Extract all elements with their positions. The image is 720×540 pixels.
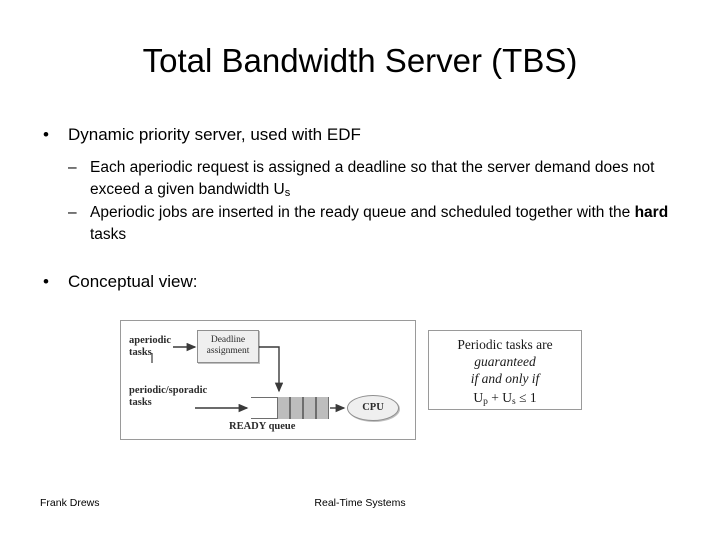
queue-cell [303, 397, 316, 419]
conceptual-view-label: Conceptual view: [68, 272, 198, 291]
conceptual-view-figure: aperiodic tasks Deadline assignment peri… [120, 320, 582, 440]
slide-body: • Dynamic priority server, used with EDF… [34, 124, 694, 246]
queue-cell [290, 397, 303, 419]
formula-plus: + [487, 390, 503, 406]
footer-course: Real-Time Systems [314, 497, 406, 509]
formula-relation: ≤ 1 [515, 390, 537, 406]
bullet-marker: – [68, 203, 77, 221]
ready-queue-label: READY queue [229, 421, 296, 432]
footer-author: Frank Drews [40, 497, 100, 509]
periodic-label-line2: tasks [129, 397, 152, 409]
note-line1: Periodic tasks are [457, 337, 553, 352]
bullet-level1: • Dynamic priority server, used with EDF [34, 124, 694, 147]
diagram-frame: aperiodic tasks Deadline assignment peri… [120, 320, 416, 440]
deadline-assignment-box: Deadline assignment [197, 330, 259, 363]
cpu-node: CPU [347, 395, 399, 421]
deadline-box-line1: Deadline [210, 335, 246, 345]
bullet-level2-text: Aperiodic jobs are inserted in the ready… [90, 203, 635, 221]
aperiodic-tasks-label: aperiodic tasks [129, 335, 171, 359]
bullet-level1-conceptual: • Conceptual view: [34, 272, 720, 292]
note-formula: Up + Us ≤ 1 [429, 390, 581, 408]
note-line3: if and only if [470, 371, 540, 387]
bullet-level2-text: Each aperiodic request is assigned a dea… [90, 158, 655, 199]
bullet-marker: – [68, 158, 77, 176]
periodic-sporadic-tasks-label: periodic/sporadic tasks [129, 385, 207, 409]
periodic-label-line1: periodic/sporadic [129, 385, 208, 396]
formula-up-subscript: p [483, 397, 488, 408]
bullet-level2: – Aperiodic jobs are inserted in the rea… [68, 202, 694, 247]
bullet-level2-text-tail: tasks [90, 225, 127, 243]
aperiodic-label-line1: aperiodic [129, 335, 171, 346]
bullet-marker: • [43, 125, 49, 144]
page-title: Total Bandwidth Server (TBS) [142, 42, 578, 79]
note-line2: guaranteed [474, 353, 536, 369]
formula-us: U [502, 390, 512, 406]
deadline-box-line2: assignment [206, 345, 250, 356]
guarantee-note-box: Periodic tasks are guaranteed if and onl… [428, 330, 582, 410]
queue-cell [277, 397, 290, 419]
bullet-level2-bold-word: hard [634, 203, 669, 221]
queue-cell [316, 397, 329, 419]
formula-up: U [473, 390, 484, 406]
bandwidth-subscript: s [284, 187, 291, 200]
bullet-level2: – Each aperiodic request is assigned a d… [68, 157, 694, 202]
sub-bullet-list: – Each aperiodic request is assigned a d… [68, 157, 694, 246]
bullet-level1-text: Dynamic priority server, used with EDF [68, 125, 361, 144]
aperiodic-label-line2: tasks [129, 347, 152, 359]
ready-queue-graphic [251, 397, 329, 419]
diagram-connectors [151, 342, 346, 413]
bullet-marker: • [43, 272, 49, 291]
formula-us-subscript: s [512, 397, 516, 408]
